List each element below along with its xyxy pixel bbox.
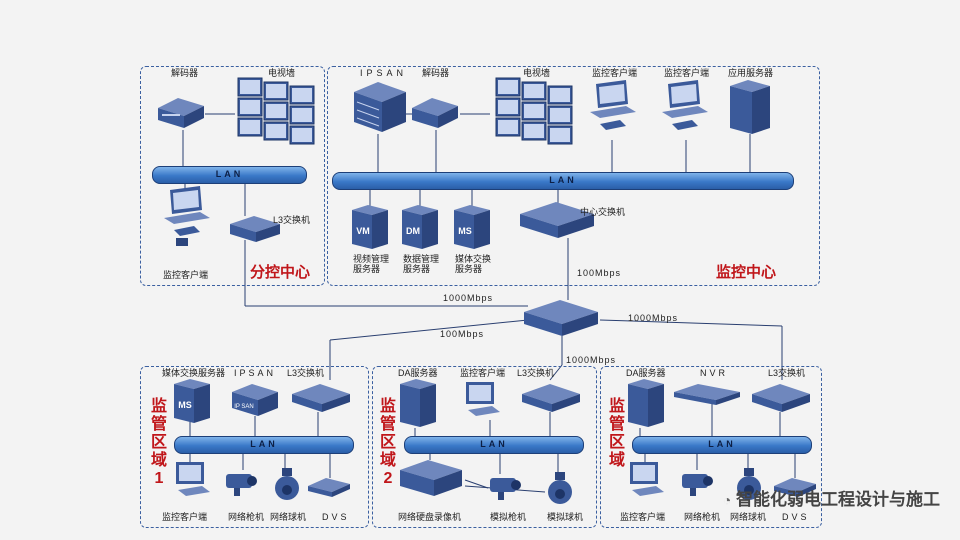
center-decoder-label: 解码器: [422, 68, 450, 78]
core-switch-icon: [520, 202, 594, 238]
zone2-analog-bullet-label: 模拟枪机: [490, 512, 527, 522]
branch-client-label: 监控客户端: [163, 270, 209, 280]
zone3-region: [600, 366, 822, 528]
center-client1-label: 监控客户端: [592, 68, 638, 78]
zone2-da-label: DA服务器: [398, 368, 438, 378]
zone1-title: 监管区域1: [150, 398, 167, 487]
ipsan-icon: IP SAN: [232, 384, 278, 416]
branch-videowall-label: 电视墙: [268, 68, 296, 78]
app-server-icon: [730, 80, 770, 134]
zone1-ms-label: 媒体交换服务器: [162, 368, 226, 378]
watermark-text: 智能化弱电工程设计与施工: [736, 490, 940, 509]
zone1-switch-label: L3交换机: [287, 368, 325, 378]
network-dome-camera-icon: [737, 468, 761, 500]
svg-text:MS: MS: [178, 400, 192, 410]
branch-title: 分控中心: [250, 264, 311, 281]
core-switch-label: 中心交换机: [580, 207, 626, 217]
network-bullet-camera-icon: [682, 474, 713, 496]
zone2-switch-label: L3交换机: [517, 368, 555, 378]
dvs-icon: [774, 478, 816, 497]
nvr-icon: [674, 384, 740, 405]
zone1-dome-label: 网络球机: [270, 512, 307, 522]
zone1-lan-bar: LAN: [174, 436, 354, 454]
decoder-icon: [158, 98, 204, 128]
zone2-title: 监管区域2: [379, 398, 396, 487]
zone3-bullet-label: 网络枪机: [684, 512, 721, 522]
center-ipsan-label: IPSAN: [360, 68, 408, 78]
zone2-client-label: 监控客户端: [460, 368, 506, 378]
svg-text:DM: DM: [406, 226, 420, 236]
svg-text:MS: MS: [458, 226, 472, 236]
ms-server-icon: MS: [454, 205, 490, 249]
link-speed-1000-right: 1000Mbps: [628, 313, 679, 323]
client-workstation-icon: [662, 80, 708, 130]
center-lan-bar: LAN: [332, 172, 794, 190]
dvs-icon: [308, 478, 350, 497]
center-client2-label: 监控客户端: [664, 68, 710, 78]
center-region: [327, 66, 820, 286]
da-server-icon: [628, 379, 664, 427]
watermark: ◔ 智能化弱电工程设计与施工: [723, 485, 940, 510]
videowall-icon: [495, 77, 573, 145]
zone1-ipsan-label: IPSAN: [234, 368, 277, 378]
center-speed-label: 100Mbps: [577, 268, 622, 278]
client-pc-icon: [466, 382, 500, 416]
link-speed-1000-bottom: 1000Mbps: [566, 355, 617, 365]
zone3-dvs-label: DVS: [782, 512, 810, 522]
center-appserver-label: 应用服务器: [728, 68, 774, 78]
zone2-analog-dome-label: 模拟球机: [547, 512, 584, 522]
client-pc-icon: [176, 462, 210, 496]
zone3-dome-label: 网络球机: [730, 512, 767, 522]
center-videowall-label: 电视墙: [523, 68, 551, 78]
zone1-client-label: 监控客户端: [162, 512, 208, 522]
analog-bullet-camera-icon: [490, 478, 521, 500]
client-workstation-icon: [164, 186, 210, 246]
l3-switch-icon: [292, 384, 350, 412]
zone3-switch-label: L3交换机: [768, 368, 806, 378]
ms-server-label: 媒体交换服务器: [455, 254, 492, 274]
analog-dome-camera-icon: [548, 472, 572, 504]
network-dome-camera-icon: [275, 468, 299, 500]
svg-text:VM: VM: [356, 226, 370, 236]
l3-switch-icon: [522, 384, 580, 412]
decoder-icon: [412, 98, 458, 128]
zone2-lan-bar: LAN: [404, 436, 584, 454]
branch-lan-bar: LAN: [152, 166, 307, 184]
da-server-icon: [400, 379, 436, 427]
zone3-client-label: 监控客户端: [620, 512, 666, 522]
svg-text:IP SAN: IP SAN: [234, 404, 254, 410]
link-speed-100: 100Mbps: [440, 329, 485, 339]
zone1-region: [140, 366, 369, 528]
l3-switch-icon: [230, 216, 280, 242]
zone1-dvs-label: DVS: [322, 512, 350, 522]
branch-decoder-label: 解码器: [171, 68, 199, 78]
dm-server-icon: DM: [402, 205, 438, 249]
vm-server-icon: VM: [352, 205, 388, 249]
dm-server-label: 数据管理服务器: [403, 254, 440, 274]
ms-server-icon: MS: [174, 379, 210, 423]
wechat-icon: ◔: [722, 492, 732, 508]
client-pc-icon: [630, 462, 664, 496]
zone3-nvr-label: NVR: [700, 368, 729, 378]
zone2-region: [372, 366, 597, 528]
link-speed-1000-left: 1000Mbps: [443, 293, 494, 303]
branch-switch-label: L3交换机: [273, 215, 311, 225]
network-bullet-camera-icon: [226, 474, 257, 496]
zone3-title: 监管区域: [608, 398, 625, 469]
aggregation-switch-icon: [524, 300, 598, 336]
zone1-bullet-label: 网络枪机: [228, 512, 265, 522]
ipsan-icon: [354, 82, 406, 132]
videowall-icon: [237, 77, 315, 145]
zone3-lan-bar: LAN: [632, 436, 812, 454]
l3-switch-icon: [752, 384, 810, 412]
branch-region: [140, 66, 325, 286]
vm-server-label: 视频管理服务器: [353, 254, 390, 274]
zone3-da-label: DA服务器: [626, 368, 666, 378]
zone2-dvr-label: 网络硬盘录像机: [398, 512, 462, 522]
client-workstation-icon: [590, 80, 636, 130]
dvr-icon: [400, 460, 462, 496]
center-title: 监控中心: [716, 264, 777, 281]
